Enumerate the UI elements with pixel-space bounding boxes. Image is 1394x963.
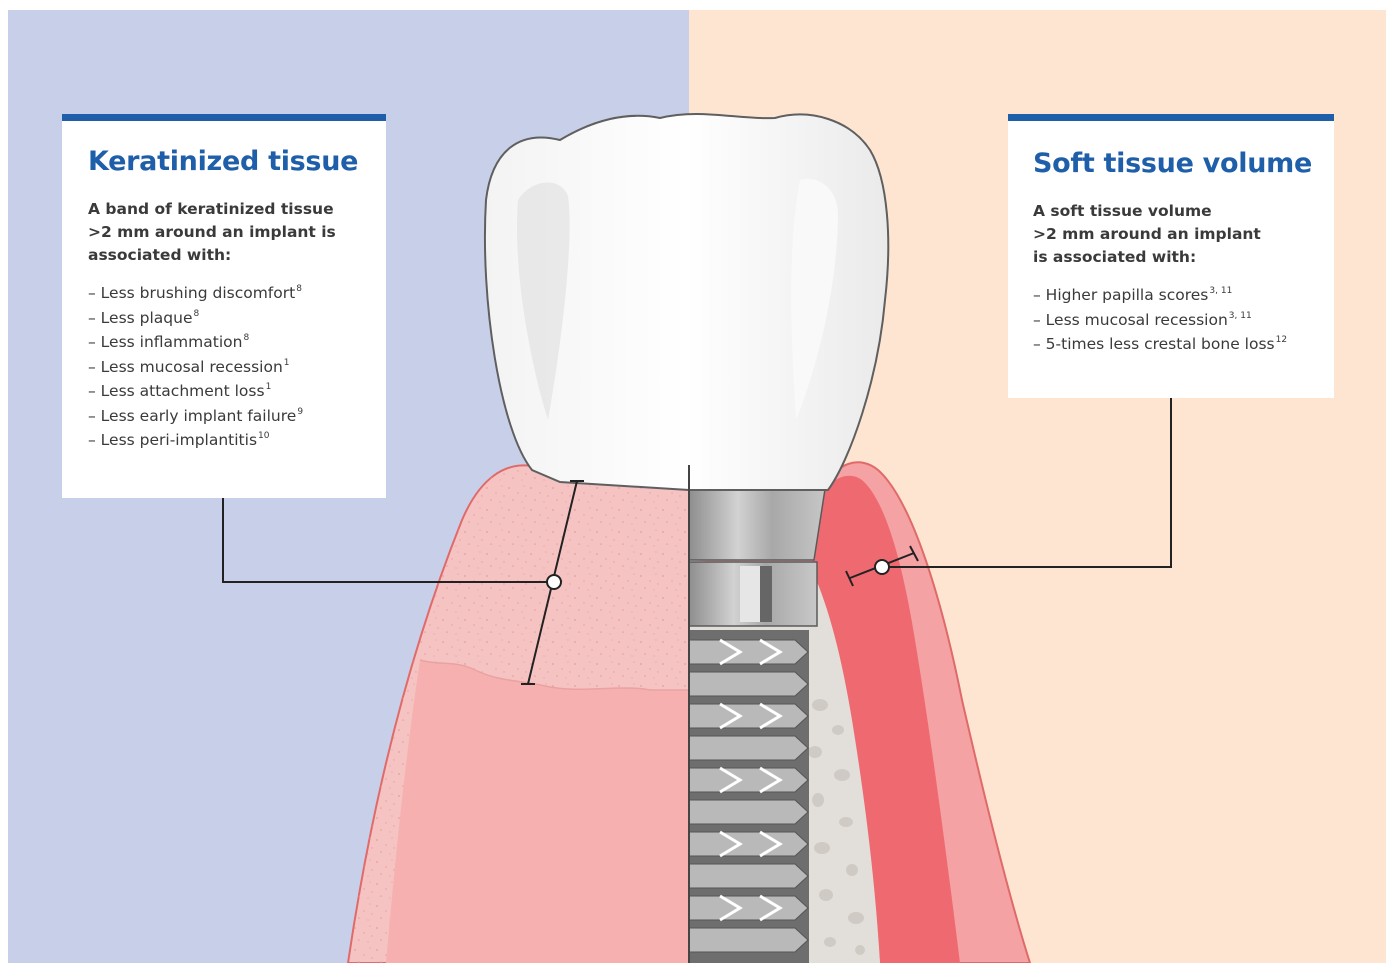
item-text: – Less brushing discomfort <box>88 284 295 302</box>
reference: 8 <box>194 309 200 319</box>
item-text: – Less plaque <box>88 309 193 327</box>
lead-line: is associated with: <box>1033 248 1196 266</box>
card-title: Keratinized tissue <box>88 145 366 179</box>
list-item: – Less mucosal recession3, 11 <box>1033 308 1316 333</box>
reference: 3, 11 <box>1229 311 1252 321</box>
item-text: – Less early implant failure <box>88 407 296 425</box>
list-item: – Less plaque8 <box>88 306 366 331</box>
list-item: – Higher papilla scores3, 11 <box>1033 283 1316 308</box>
item-text: – Less mucosal recession <box>88 358 283 376</box>
item-text: – Less mucosal recession <box>1033 311 1228 329</box>
reference: 10 <box>258 431 269 441</box>
reference: 12 <box>1276 335 1287 345</box>
list-item: – 5-times less crestal bone loss12 <box>1033 332 1316 357</box>
item-text: – Less inflammation <box>88 333 242 351</box>
benefit-list: – Less brushing discomfort8 – Less plaqu… <box>88 281 366 453</box>
card-title: Soft tissue volume <box>1033 147 1316 181</box>
item-text: – 5-times less crestal bone loss <box>1033 335 1275 353</box>
lead-line: associated with: <box>88 246 231 264</box>
item-text: – Higher papilla scores <box>1033 286 1208 304</box>
list-item: – Less early implant failure9 <box>88 404 366 429</box>
reference: 1 <box>266 382 272 392</box>
lead-line: A soft tissue volume <box>1033 202 1212 220</box>
list-item: – Less mucosal recession1 <box>88 355 366 380</box>
benefit-list: – Higher papilla scores3, 11 – Less muco… <box>1033 283 1316 357</box>
reference: 3, 11 <box>1209 286 1232 296</box>
list-item: – Less inflammation8 <box>88 330 366 355</box>
card-lead: A band of keratinized tissue >2 mm aroun… <box>88 198 366 267</box>
list-item: – Less peri-implantitis10 <box>88 428 366 453</box>
lead-line: A band of keratinized tissue <box>88 200 334 218</box>
card-lead: A soft tissue volume >2 mm around an imp… <box>1033 200 1316 269</box>
reference: 8 <box>296 284 302 294</box>
reference: 9 <box>297 407 303 417</box>
implant-screw <box>689 630 809 963</box>
list-item: – Less brushing discomfort8 <box>88 281 366 306</box>
item-text: – Less attachment loss <box>88 382 265 400</box>
item-text: – Less peri-implantitis <box>88 431 257 449</box>
reference: 1 <box>284 358 290 368</box>
list-item: – Less attachment loss1 <box>88 379 366 404</box>
left-marker <box>547 575 561 589</box>
lead-line: >2 mm around an implant <box>1033 225 1261 243</box>
right-marker <box>875 560 889 574</box>
keratinized-tissue-card: Keratinized tissue A band of keratinized… <box>62 114 386 498</box>
reference: 8 <box>243 333 249 343</box>
lead-line: >2 mm around an implant is <box>88 223 336 241</box>
soft-tissue-volume-card: Soft tissue volume A soft tissue volume … <box>1008 114 1334 398</box>
